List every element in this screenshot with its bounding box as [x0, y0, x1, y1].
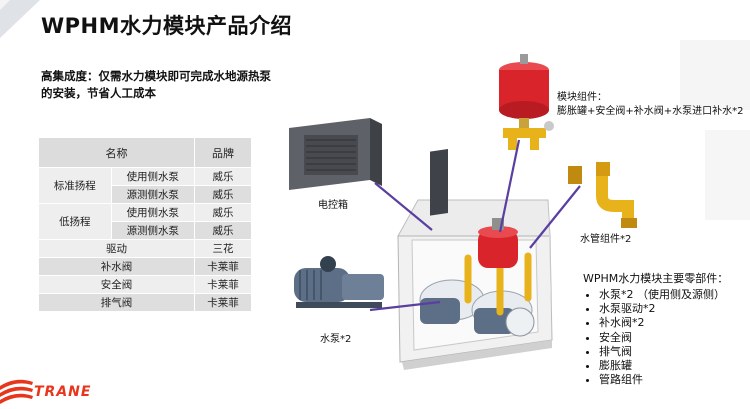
table-header-brand: 品牌: [194, 137, 252, 168]
table-cell-brand: 卡莱菲: [194, 275, 252, 294]
internal-piping-image: [464, 252, 532, 316]
list-item: 排气阀: [599, 345, 728, 359]
module-components-title: 模块组件：: [557, 92, 607, 103]
component-brand-table: 名称 品牌 标准扬程 使用侧水泵 威乐 源测侧水泵 威乐 低扬程 使用侧水泵 威…: [38, 137, 252, 312]
list-item: 管路组件: [599, 373, 728, 387]
trane-logo-mark: [0, 379, 33, 404]
table-row: 标准扬程 使用侧水泵 威乐: [38, 167, 252, 204]
trane-logo-text: TRANE: [34, 384, 92, 400]
table-row: 驱动 三花: [38, 239, 252, 258]
module-components-image: [499, 54, 554, 150]
table-cell-brand: 威乐: [194, 167, 252, 186]
list-item: 补水阀*2: [599, 316, 728, 330]
control-box-image: [289, 118, 382, 190]
table-cell-name: 排气阀: [38, 293, 195, 312]
internal-pumps-image: [419, 279, 535, 337]
table-cell-brand: 威乐: [194, 203, 252, 222]
table-row: 源测侧水泵 威乐: [39, 221, 252, 240]
module-components-desc: 膨胀罐+安全阀+补水阀+水泵进口补水*2: [557, 106, 744, 117]
table-cell-item: 使用侧水泵: [110, 167, 196, 186]
table-header-name: 名称: [38, 137, 195, 168]
list-item: 安全阀: [599, 331, 728, 345]
main-parts-list: WPHM水力模块主要零部件： 水泵*2 （使用侧及源侧） 水泵驱动*2 补水阀*…: [583, 270, 728, 387]
table-row: 安全阀 卡莱菲: [38, 275, 252, 294]
table-header-row: 名称 品牌: [38, 137, 252, 168]
table-cell-item: 源测侧水泵: [110, 221, 196, 240]
water-pipe-label: 水管组件*2: [580, 234, 632, 245]
expansion-tank-small-image: [478, 218, 518, 268]
main-parts-title: WPHM水力模块主要零部件：: [583, 272, 729, 285]
table-cell-item: 源测侧水泵: [110, 185, 196, 204]
control-box-label: 电控箱: [318, 200, 348, 211]
table-cell-group: 低扬程: [38, 203, 112, 240]
list-item: 水泵驱动*2: [599, 302, 728, 316]
table-row: 排气阀 卡莱菲: [38, 293, 252, 312]
table-cell-brand: 卡莱菲: [194, 293, 252, 312]
slide-title: WPHM水力模块产品介绍: [41, 14, 293, 38]
water-pump-image: [294, 256, 384, 308]
table-cell-name: 补水阀: [38, 257, 195, 276]
table-row: 低扬程 使用侧水泵 威乐: [38, 203, 252, 240]
leader-lines: [369, 139, 581, 312]
table-cell-item: 使用侧水泵: [110, 203, 196, 222]
list-item: 水泵*2 （使用侧及源侧）: [599, 288, 728, 302]
table-row: 源测侧水泵 威乐: [39, 185, 252, 204]
table-cell-brand: 三花: [194, 239, 252, 258]
pump-label: 水泵*2: [320, 334, 352, 345]
list-item: 膨胀罐: [599, 359, 728, 373]
table-cell-group: 标准扬程: [38, 167, 112, 204]
water-pipe-assembly-image: [568, 162, 637, 228]
table-cell-brand: 威乐: [194, 185, 252, 204]
intro-text: 高集成度：仅需水力模块即可完成水地源热泵的安装，节省人工成本: [41, 69, 271, 100]
